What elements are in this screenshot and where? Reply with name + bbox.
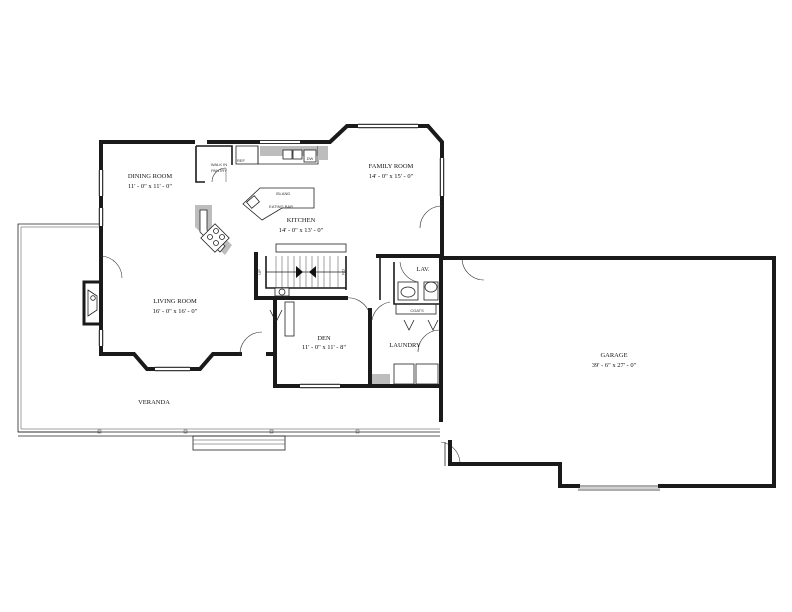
kitchen-name: KITCHEN — [287, 217, 316, 224]
garage-size: 39' - 6" x 27' - 0" — [592, 362, 637, 369]
stairs — [254, 243, 372, 388]
stair-up-label: UP — [257, 269, 262, 275]
stair-down-label: DN — [341, 269, 346, 275]
coats-label: COATS — [410, 308, 424, 313]
eating-bar-label: EATING BAR — [269, 204, 293, 209]
ref-label: REF — [237, 158, 246, 163]
lav-laundry — [371, 256, 440, 385]
veranda — [17, 223, 440, 451]
door-swings — [100, 205, 485, 463]
garage — [439, 256, 776, 491]
living-room-size: 16' - 0" x 16' - 0" — [153, 308, 198, 315]
kitchen-size: 14' - 0" x 13' - 0" — [279, 227, 324, 234]
den-size: 11' - 0" x 11' - 8" — [302, 344, 346, 351]
garage-name: GARAGE — [600, 352, 627, 359]
pantry-label-2: PANTRY — [211, 168, 227, 173]
kitchen-fixtures — [195, 145, 328, 255]
island-label: ISLAND — [276, 191, 291, 196]
living-room-name: LIVING ROOM — [153, 298, 197, 305]
dining-room-size: 11' - 0" x 11' - 0" — [128, 183, 172, 190]
pantry-label-1: WALK IN — [211, 162, 227, 167]
dining-room-name: DINING ROOM — [128, 173, 172, 180]
fixture-labels: WALK IN PANTRY REF DW ISLAND EATING BAR … — [211, 156, 424, 313]
veranda-name: VERANDA — [138, 399, 170, 406]
den-name: DEN — [317, 335, 331, 342]
dw-label: DW — [307, 156, 314, 161]
room-labels: DINING ROOM 11' - 0" x 11' - 0" KITCHEN … — [128, 163, 637, 406]
laundry-name: LAUNDRY — [389, 342, 421, 349]
family-room-name: FAMILY ROOM — [369, 163, 414, 170]
lav-name: LAV. — [416, 266, 430, 273]
windows — [98, 123, 445, 389]
family-room-size: 14' - 0" x 15' - 0" — [369, 173, 414, 180]
